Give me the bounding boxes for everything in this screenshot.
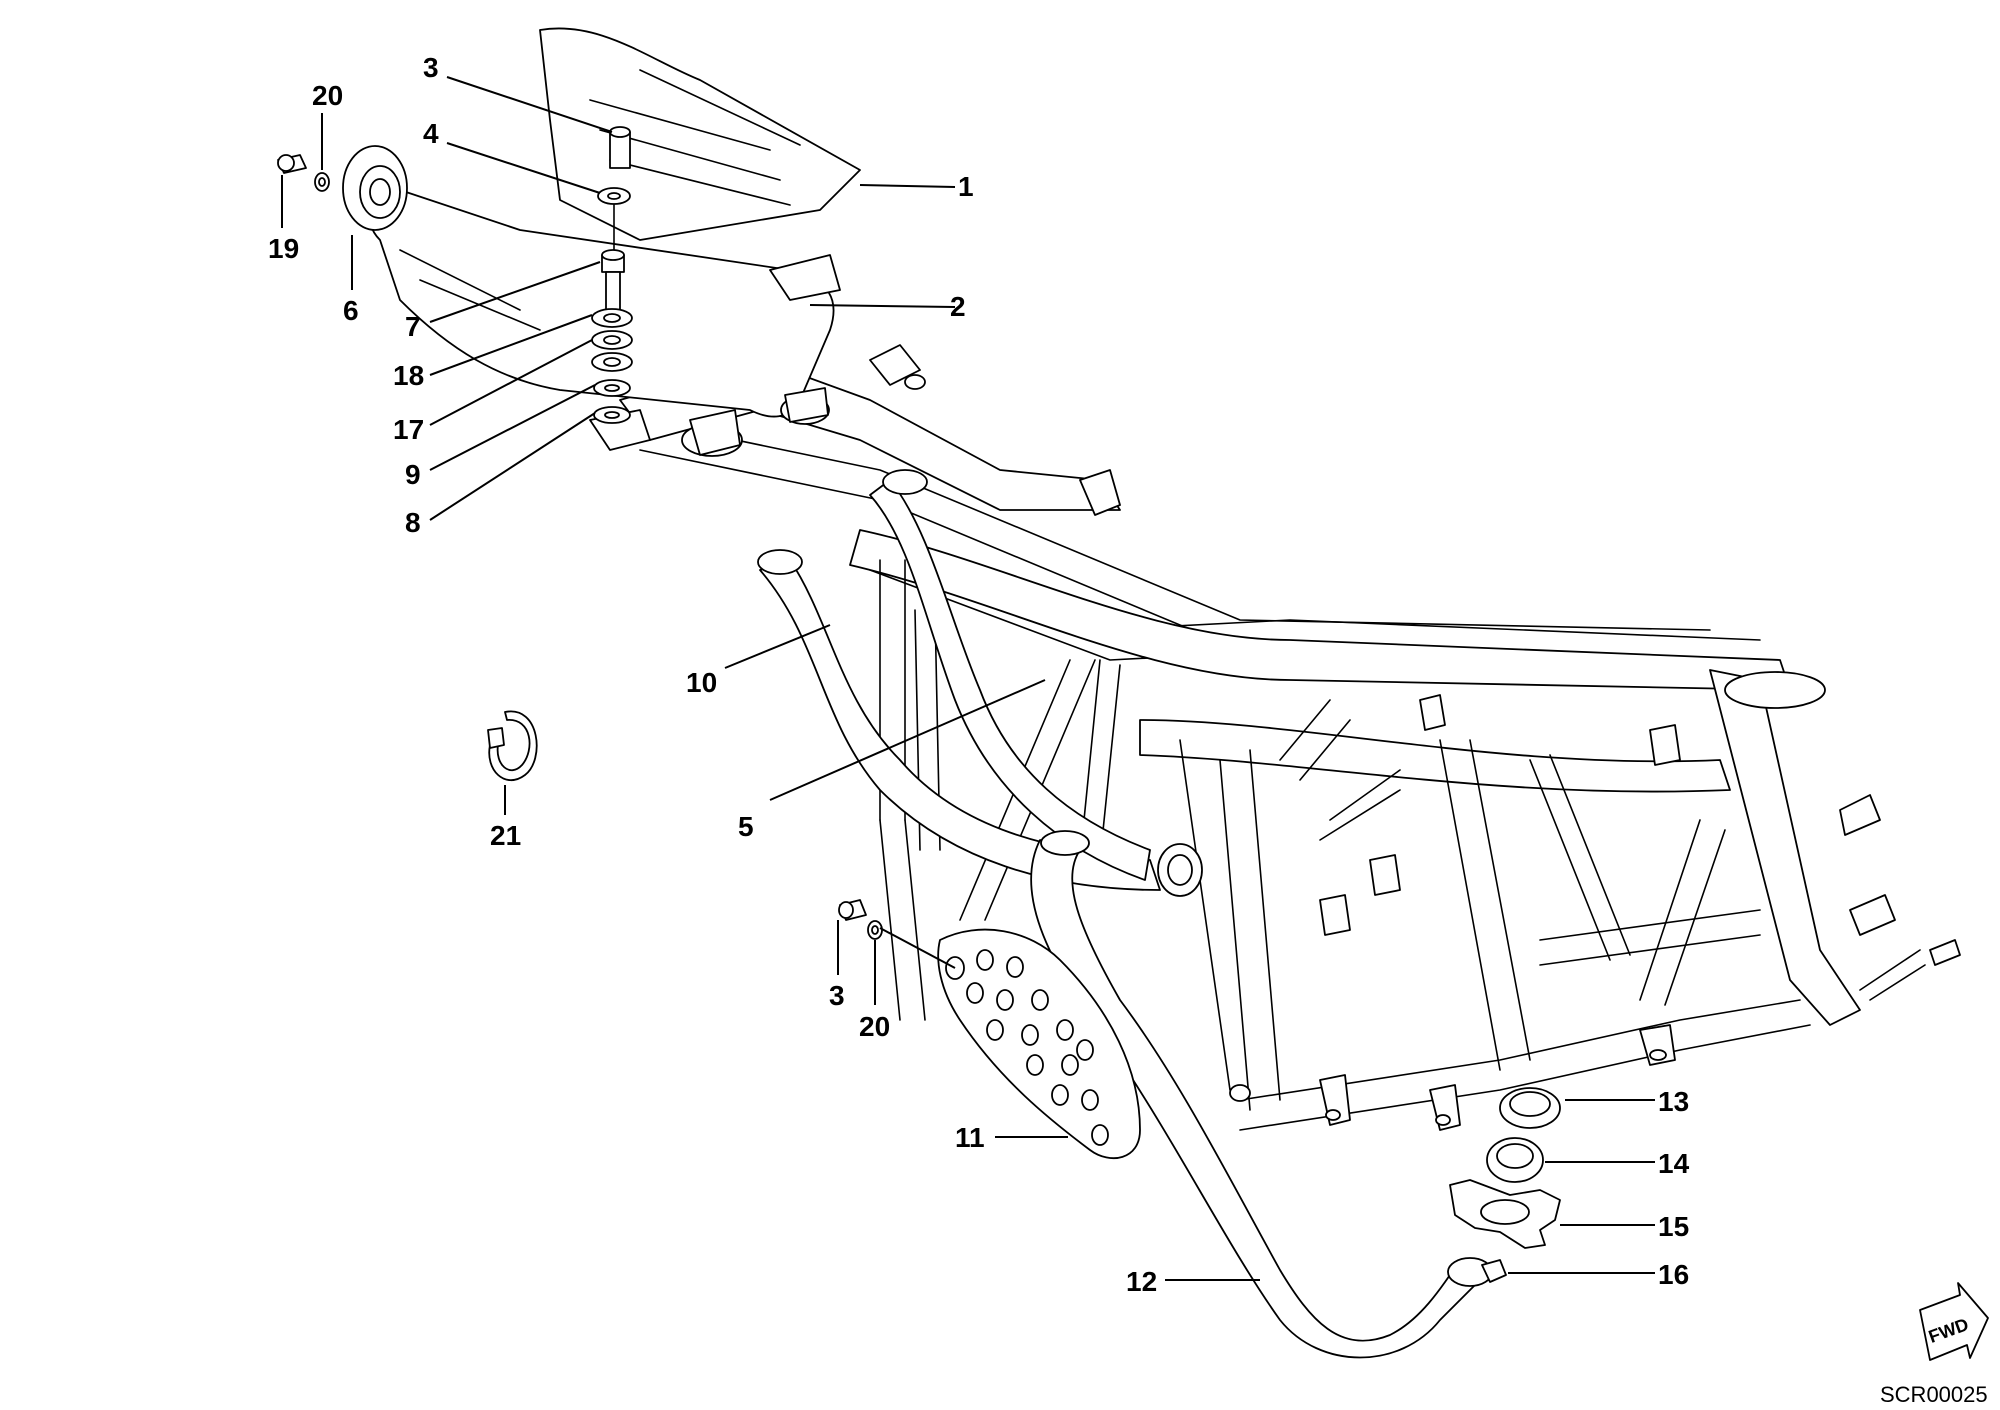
label-part-3: 3 xyxy=(423,52,439,83)
label-part-1: 1 xyxy=(958,171,974,202)
collector-fittings xyxy=(1449,1087,1561,1283)
muffler-assembly xyxy=(342,27,861,457)
label-part-14: 14 xyxy=(1658,1148,1690,1179)
bolt-3-washer-20-lower xyxy=(838,899,883,940)
label-part-4: 4 xyxy=(423,118,439,149)
label-part-20-top: 20 xyxy=(312,80,343,111)
label-part-20-lower: 20 xyxy=(859,1011,890,1042)
leader-lines xyxy=(281,76,1655,1281)
label-part-11: 11 xyxy=(955,1122,985,1153)
label-part-9: 9 xyxy=(405,459,421,490)
label-part-7: 7 xyxy=(405,311,421,342)
label-part-17: 17 xyxy=(393,414,424,445)
label-part-16: 16 xyxy=(1658,1259,1689,1290)
label-part-12: 12 xyxy=(1126,1266,1157,1297)
label-part-19: 19 xyxy=(268,233,299,264)
motorcycle-frame xyxy=(619,344,1961,1131)
label-part-10: 10 xyxy=(686,667,717,698)
bolt-19-washer-20 xyxy=(277,154,330,192)
exhaust-pipes xyxy=(757,469,1493,1359)
label-part-13: 13 xyxy=(1658,1086,1689,1117)
label-part-6: 6 xyxy=(343,295,359,326)
label-part-5: 5 xyxy=(738,811,754,842)
part-number-labels: 3 4 1 2 20 19 6 7 18 17 9 8 10 21 5 3 20… xyxy=(268,52,1690,1297)
label-part-3-lower: 3 xyxy=(829,980,845,1011)
heat-shield-11 xyxy=(937,928,1141,1159)
mounting-hardware-stack xyxy=(591,126,633,424)
label-part-21: 21 xyxy=(490,820,521,851)
reference-code: SCR00025 xyxy=(1880,1382,1988,1407)
label-part-8: 8 xyxy=(405,507,421,538)
label-part-2: 2 xyxy=(950,291,966,322)
fwd-arrow-icon: FWD xyxy=(1919,1282,1989,1361)
clamp-21 xyxy=(487,710,538,782)
label-part-18: 18 xyxy=(393,360,424,391)
label-part-15: 15 xyxy=(1658,1211,1689,1242)
